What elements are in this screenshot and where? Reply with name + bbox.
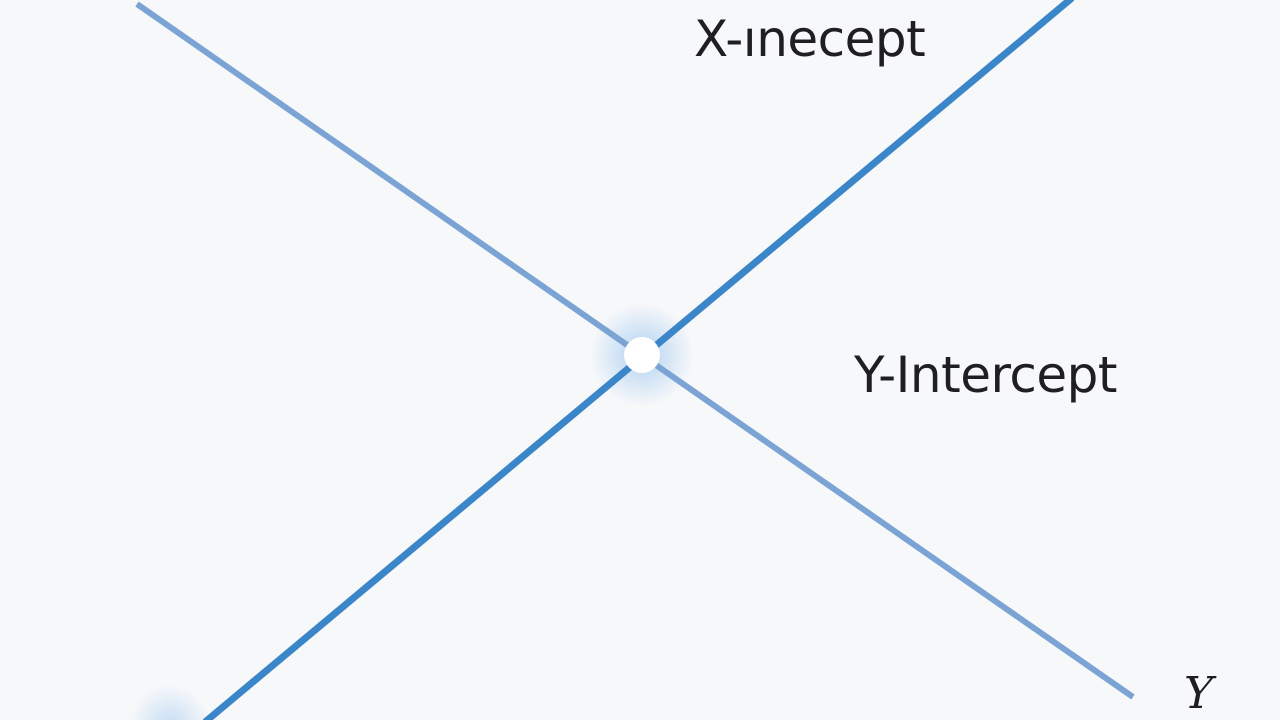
y-intercept-label: Y-Intercept — [854, 346, 1118, 404]
y-axis-label: Y — [1184, 668, 1214, 719]
intersection-point — [624, 337, 660, 373]
corner-glow — [130, 684, 210, 720]
x-intercept-label: X-ınecept — [694, 10, 926, 68]
